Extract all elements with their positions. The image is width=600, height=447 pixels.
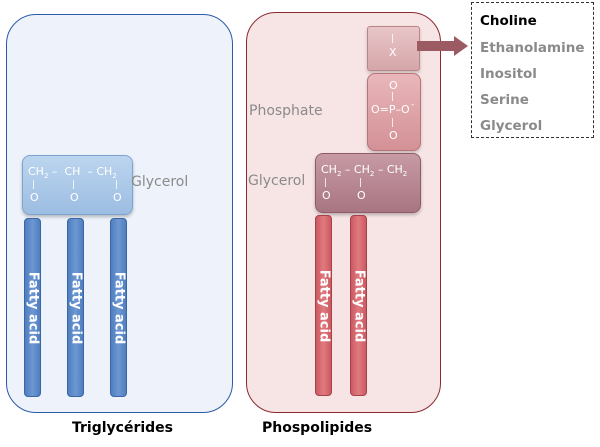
triglyceride-glycerol-label: Glycerol (131, 174, 189, 190)
x-group-label: X (389, 46, 397, 59)
phosphate-label: Phosphate (249, 103, 323, 119)
head-group-list: Choline Ethanolamine Inositol Serine Gly… (471, 2, 594, 138)
phospholipid-glycerol-block: CH2 – CH2 – CH2 | | O O (315, 153, 421, 213)
fatty-acid-label: Fatty acid (111, 271, 126, 344)
head-group-item: Serine (480, 92, 529, 108)
fatty-acid-label: Fatty acid (25, 271, 40, 344)
fatty-acid-label: Fatty acid (351, 269, 366, 342)
arrow-shaft (417, 41, 455, 51)
phosphate-formula: O=P–O (371, 103, 410, 116)
fatty-acid-chain: Fatty acid (350, 215, 367, 396)
arrow-right-icon (454, 36, 468, 56)
head-group-item: Ethanolamine (480, 40, 585, 56)
fatty-acid-chain: Fatty acid (24, 218, 41, 397)
glycerol-backbone-formula: CH2 – CH – CH2 (28, 165, 117, 181)
head-group-item: Inositol (480, 66, 537, 82)
fatty-acid-label: Fatty acid (316, 269, 331, 342)
phospholipid-caption: Phospolipides (262, 420, 373, 436)
triglyceride-glycerol-block: CH2 – CH – CH2 | | | O O O (22, 155, 133, 215)
triglyceride-caption: Triglycérides (72, 420, 174, 436)
fatty-acid-chain: Fatty acid (110, 218, 127, 397)
phosphate-block: O | O=P–O - | O (367, 73, 421, 151)
phospholipid-glycerol-label: Glycerol (248, 173, 306, 189)
fatty-acid-chain: Fatty acid (67, 218, 84, 397)
glycerol-backbone-formula: CH2 – CH2 – CH2 (321, 163, 408, 179)
x-head-group-block: | X (367, 26, 420, 71)
head-group-item: Choline (480, 13, 537, 29)
fatty-acid-chain: Fatty acid (315, 215, 332, 396)
fatty-acid-label: Fatty acid (68, 271, 83, 344)
head-group-item: Glycerol (480, 118, 543, 134)
